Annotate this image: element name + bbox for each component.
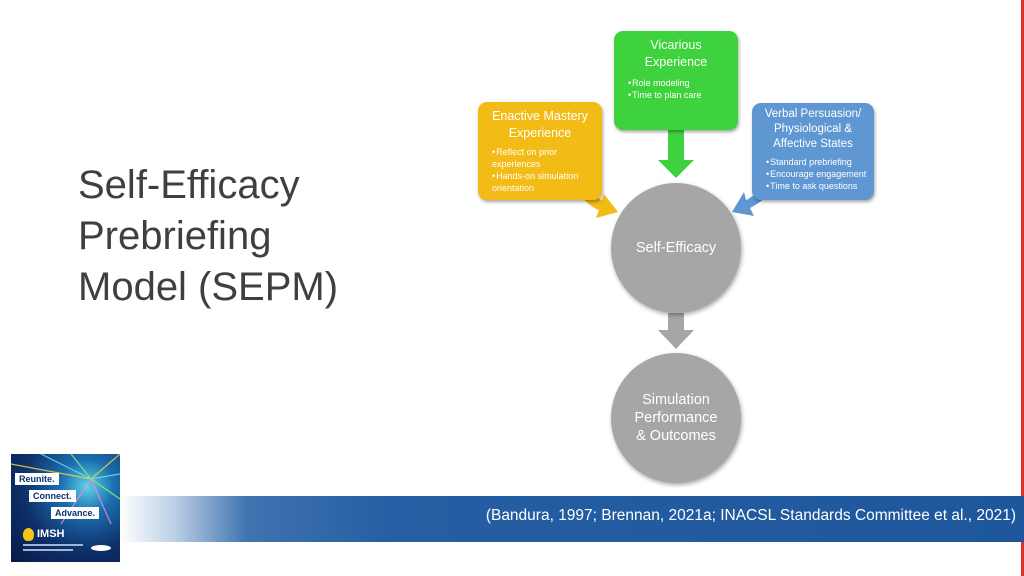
fine-print-line [23, 549, 73, 551]
box-title: Verbal Persuasion/ Physiological & Affec… [758, 107, 868, 152]
conference-logo-icon: Reunite. Connect. Advance. IMSH [11, 454, 120, 562]
box-bullets: Role modeling Time to plan care [620, 77, 732, 101]
bullet: Time to ask questions [766, 180, 868, 192]
box-title-line: Experience [644, 55, 708, 69]
vicarious-arrow [658, 130, 694, 178]
slide-title: Self-Efficacy Prebriefing Model (SEPM) [78, 160, 408, 313]
partner-logo-icon [91, 545, 111, 551]
box-title-line: Vicarious [650, 38, 702, 52]
rays-graphic [11, 454, 120, 525]
bullet: Role modeling [628, 77, 732, 89]
self-efficacy-circle: Self-Efficacy [611, 183, 741, 313]
logo-tag: Connect. [29, 490, 76, 502]
logo-name: IMSH [37, 528, 65, 540]
box-bullets: Reflect on prior experiences Hands-on si… [484, 146, 596, 194]
bullet: Standard prebriefing [766, 156, 868, 168]
bullet: Hands-on simulation orientation [492, 170, 596, 194]
box-title-line: Experience [508, 126, 572, 140]
circle-label: Self-Efficacy [635, 240, 717, 256]
simulation-outcomes-circle: Simulation Performance & Outcomes [611, 353, 741, 483]
circle-label: Simulation Performance & Outcomes [634, 391, 717, 445]
circle-label-line: Performance [634, 410, 718, 426]
box-title: Enactive Mastery Experience [484, 108, 596, 142]
logo-tag: Reunite. [15, 473, 59, 485]
title-line: Self-Efficacy [78, 163, 300, 207]
bullet: Encourage engagement [766, 168, 868, 180]
fine-print-line [23, 544, 83, 546]
outcomes-arrow [658, 313, 694, 349]
logo-tag: Advance. [51, 507, 100, 519]
title-line: Prebriefing [78, 214, 272, 258]
circle-label-line: & Outcomes [636, 428, 716, 444]
enactive-mastery-box: Enactive Mastery Experience Reflect on p… [478, 102, 602, 200]
bullet: Time to plan care [628, 89, 732, 101]
box-title-line: Enactive Mastery [492, 109, 588, 123]
vicarious-experience-box: Vicarious Experience Role modeling Time … [614, 31, 738, 130]
box-bullets: Standard prebriefing Encourage engagemen… [758, 156, 868, 192]
box-title-line: Affective States [773, 138, 853, 150]
circle-label-line: Simulation [642, 392, 710, 408]
bullet: Reflect on prior experiences [492, 146, 596, 170]
box-title-line: Physiological & [774, 123, 852, 135]
box-title: Vicarious Experience [620, 37, 732, 71]
red-accent-rule [1021, 0, 1024, 576]
box-title-line: Verbal Persuasion/ [764, 108, 862, 120]
verbal-persuasion-box: Verbal Persuasion/ Physiological & Affec… [752, 103, 874, 200]
citation-text: (Bandura, 1997; Brennan, 2021a; INACSL S… [485, 507, 1016, 524]
lightbulb-icon [23, 528, 34, 541]
footer-bar: (Bandura, 1997; Brennan, 2021a; INACSL S… [120, 496, 1024, 542]
title-line: Model (SEPM) [78, 265, 339, 309]
